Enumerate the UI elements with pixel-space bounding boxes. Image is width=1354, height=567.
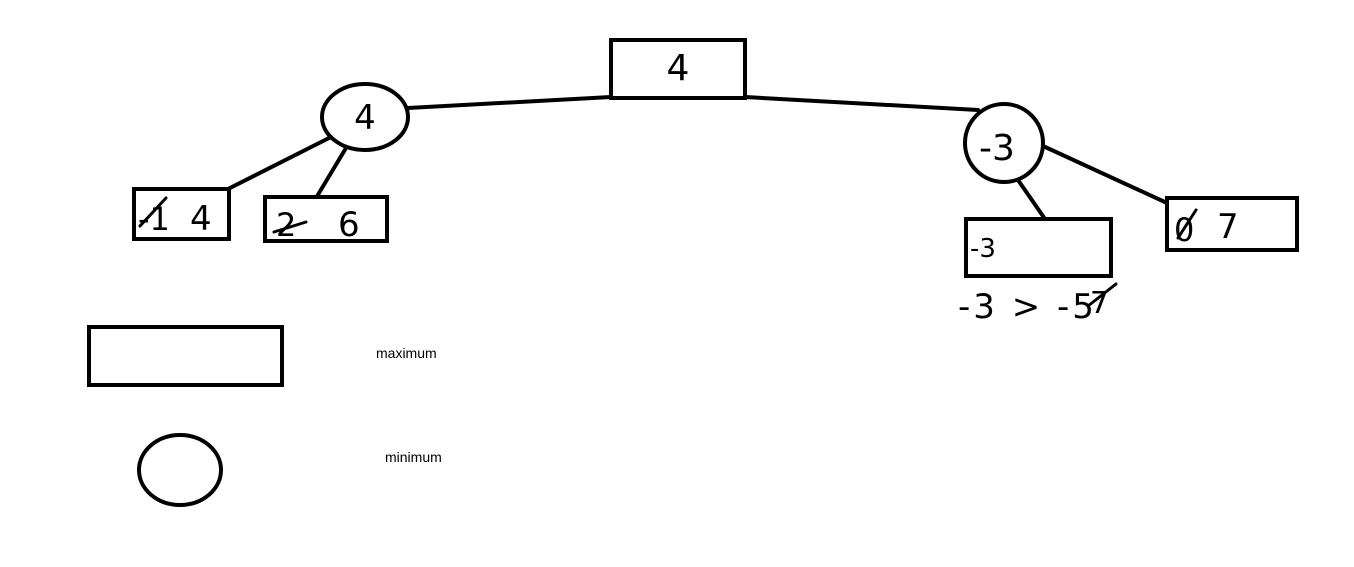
legend-min-label: minimum [385, 449, 442, 465]
edge-root-right [743, 95, 980, 112]
legend-max-label: maximum [376, 345, 437, 361]
leaf-3-value: -3 [970, 234, 996, 264]
comparison-note: -3 > -5 7 [958, 282, 1118, 327]
leaf-4-strike-mark [1176, 208, 1198, 240]
edge-left-leaf2 [314, 146, 348, 200]
right-min-value: -3 [979, 128, 1015, 169]
edge-right-leaf4 [1041, 144, 1169, 205]
leaf-1-value: 4 [190, 199, 212, 239]
left-min-node: 4 [320, 82, 410, 152]
legend-max-symbol [87, 325, 284, 387]
edge-right-leaf3 [1016, 178, 1047, 221]
leaf-2-strike-mark [272, 220, 308, 234]
leaf-node-1: -1 4 [132, 187, 231, 241]
left-min-value: 4 [354, 98, 376, 138]
leaf-2-value: 6 [338, 205, 360, 245]
right-min-node: -3 [963, 102, 1045, 184]
leaf-1-struck-value: -1 [138, 200, 170, 238]
leaf-node-2: 2 6 [263, 195, 389, 245]
comparison-note-text: -3 > -5 [958, 287, 1097, 327]
legend: maximum minimum [87, 325, 442, 507]
leaf-node-4: 0 7 [1165, 196, 1299, 252]
leaf-node-3: -3 [964, 217, 1113, 278]
edge-root-left [406, 95, 613, 110]
legend-min-symbol [137, 433, 223, 507]
root-max-node: 4 [609, 38, 747, 100]
comparison-note-strike-mark [1086, 282, 1118, 308]
leaf-4-value: 7 [1217, 207, 1239, 247]
leaf-2-struck-value: 2 [276, 206, 296, 244]
edge-left-leaf1 [226, 135, 333, 191]
root-value: 4 [667, 48, 690, 89]
leaf-1-strike-mark [138, 196, 168, 228]
